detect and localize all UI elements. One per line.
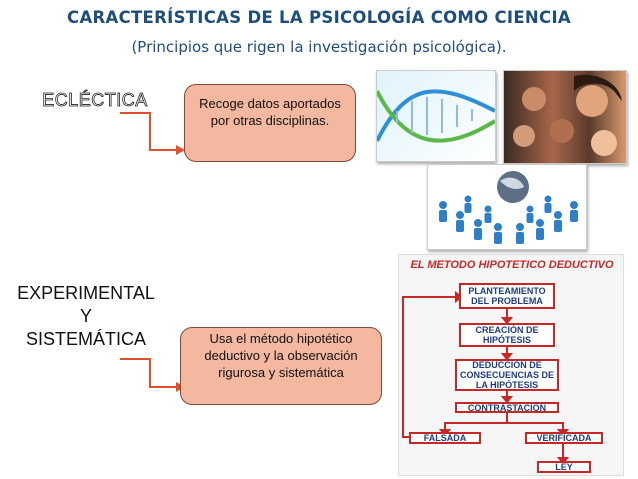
experimental-label-line1: EXPERIMENTAL (17, 283, 155, 303)
experimental-description-box: Usa el método hipotético deductivo y la … (180, 327, 382, 405)
experimental-label-line2: Y (79, 306, 92, 326)
step-deduccion: DEDUCCIÓN DE CONSECUENCIAS DE LA HIPÓTES… (455, 359, 559, 391)
people-network-image (427, 164, 587, 250)
connector-arrow-eclectica (120, 112, 185, 155)
connector-arrow-experimental (120, 358, 185, 392)
outcome-verificada: VERIFICADA (525, 432, 603, 444)
faces-collage-image (503, 70, 627, 164)
experimental-label-line3: SISTEMÁTICA (25, 329, 146, 349)
step-contrastacion: CONTRASTACIÓN (455, 402, 559, 413)
dna-image (376, 70, 496, 162)
method-diagram: EL METODO HIPOTETICO DEDUCTIVO PLANTEAMI… (398, 254, 624, 476)
eclectica-label: ECLÉCTICA (42, 90, 148, 111)
page-subtitle: (Principios que rigen la investigación p… (131, 38, 507, 56)
method-diagram-title: EL METODO HIPOTETICO DEDUCTIVO (410, 259, 614, 271)
step-creacion-hipotesis: CREACIÓN DE HIPÓTESIS (459, 323, 555, 347)
result-ley: LEY (537, 461, 591, 473)
page-title: CARACTERÍSTICAS DE LA PSICOLOGÍA COMO CI… (67, 8, 571, 27)
outcome-falsada: FALSADA (409, 432, 481, 444)
experimental-label: EXPERIMENTAL Y SISTEMÁTICA (0, 282, 172, 351)
eclectica-description: Recoge datos aportados por otras discipl… (199, 96, 341, 128)
step-planteamiento: PLANTEAMIENTO DEL PROBLEMA (459, 283, 555, 309)
eclectica-description-box: Recoge datos aportados por otras discipl… (184, 84, 356, 162)
experimental-description: Usa el método hipotético deductivo y la … (204, 331, 358, 380)
